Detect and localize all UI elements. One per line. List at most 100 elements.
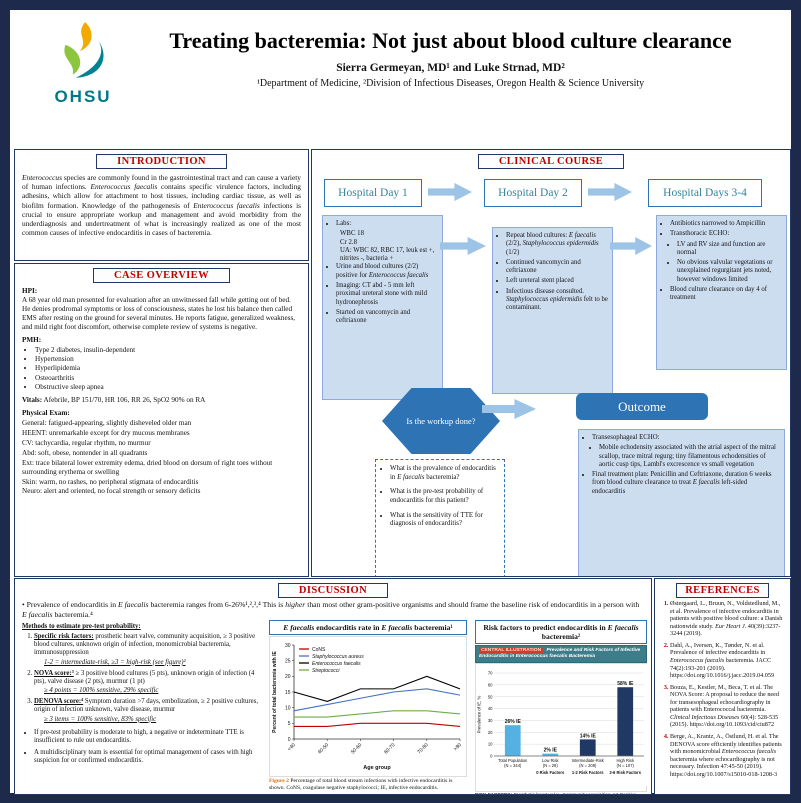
list-item: What is the pre-test probability of endo… xyxy=(390,488,500,505)
method-item: NOVA score:³ ≥ 3 positive blood cultures… xyxy=(34,670,262,695)
title-block: Treating bacteremia: Not just about bloo… xyxy=(130,28,771,89)
poster-title: Treating bacteremia: Not just about bloo… xyxy=(169,28,732,53)
method-body: Symptom duration >7 days, embolization, … xyxy=(34,698,259,714)
figure3: Risk factors to predict endocarditis in … xyxy=(475,620,648,794)
pmh-label: PMH: xyxy=(22,335,42,344)
list-item: LV and RV size and function are normal xyxy=(677,241,783,258)
introduction-body: Enterococcus species are commonly found … xyxy=(22,173,301,238)
svg-text:Staphylococcus aureus: Staphylococcus aureus xyxy=(312,654,364,660)
day2-bullets: Repeat blood cultures: E faecalis (2/2),… xyxy=(497,232,609,313)
svg-text:Percent of total bacteremia wi: Percent of total bacteremia with IE xyxy=(272,650,278,732)
list-item: Obstructive sleep apnea xyxy=(35,383,301,392)
list-item: Urine and blood cultures (2/2) positive … xyxy=(336,263,439,280)
references-heading: REFERENCES xyxy=(676,583,769,598)
hpi-text: A 68 year old man presented for evaluati… xyxy=(22,295,296,331)
method-title: DENOVA score:⁴ xyxy=(34,698,84,706)
list-item: A multidisciplinary team is essential fo… xyxy=(34,749,262,765)
figure2-caption-label: Figure 2 xyxy=(269,778,289,784)
reference-item: Berge, A., Krantz, A., Östlund, H. et al… xyxy=(670,733,786,778)
list-item: Blood culture clearance on day 4 of trea… xyxy=(670,286,783,303)
list-item: What is the prevalence of endocarditis i… xyxy=(390,465,500,482)
section-discussion: DISCUSSION • Prevalence of endocarditis … xyxy=(14,578,652,795)
method-title: NOVA score:³ xyxy=(34,669,74,677)
clinical-course-heading: CLINICAL COURSE xyxy=(477,154,625,169)
list-item: Final treatment plan: Penicillin and Cef… xyxy=(592,471,781,496)
poster-affiliations: ¹Department of Medicine, ²Division of In… xyxy=(256,78,645,89)
methods-heading: Methods to estimate pre-test probability… xyxy=(22,623,141,630)
svg-text:(N = 208): (N = 208) xyxy=(579,763,597,768)
physical-exam-label: Physical Exam: xyxy=(22,409,70,418)
hpi-label: HPI: xyxy=(22,287,38,295)
list-item: Skin: warm, no rashes, no peripheral sti… xyxy=(22,477,199,486)
section-introduction: INTRODUCTION Enterococcus species are co… xyxy=(14,149,309,261)
list-item: WBC 18 xyxy=(340,230,364,238)
ohsu-logo: OHSU xyxy=(38,20,128,120)
svg-text:26% IE: 26% IE xyxy=(505,719,522,725)
svg-text:25: 25 xyxy=(285,658,291,664)
list-item: Antibiotics narrowed to Ampicillin xyxy=(670,220,783,228)
list-item: Imaging: CT abd - 5 mm left proximal ure… xyxy=(336,282,439,307)
svg-text:40: 40 xyxy=(488,706,493,711)
arrow-right-icon xyxy=(428,183,472,201)
arrow-right-icon xyxy=(588,183,632,201)
method-note: ≥ 4 points = 100% sensitive, 29% specifi… xyxy=(44,687,159,695)
vitals-text: Afebrile, BP 151/70, HR 106, RR 26, SpO2… xyxy=(43,396,206,405)
methods-list: Specific risk factors: prosthetic heart … xyxy=(22,633,262,724)
central-illustration-title: Prevalence and Risk Factors of Infective… xyxy=(479,648,641,659)
list-item: Cr 2.8 xyxy=(340,238,357,246)
case-overview-heading: CASE OVERVIEW xyxy=(93,268,230,283)
svg-text:2% IE: 2% IE xyxy=(544,747,558,753)
introduction-heading: INTRODUCTION xyxy=(96,154,227,169)
discussion-methods: Methods to estimate pre-test probability… xyxy=(22,623,262,769)
day3-4-title: Hospital Days 3-4 xyxy=(648,179,762,207)
list-item: Mobile echodensity associated with the a… xyxy=(599,444,781,469)
svg-text:15: 15 xyxy=(285,690,291,696)
svg-text:5: 5 xyxy=(288,721,291,727)
figure3-footnote: RISK FACTORS: Prosthetic heart valve, Co… xyxy=(475,793,647,794)
svg-text:<40: <40 xyxy=(287,742,297,752)
figure2-caption: Figure 2 Percentage of total blood strea… xyxy=(269,778,467,791)
svg-text:1-2 Risk Factors: 1-2 Risk Factors xyxy=(572,770,604,775)
svg-text:(N = 107): (N = 107) xyxy=(617,763,635,768)
figure2-title: E faecalis endocarditis rate in E faecal… xyxy=(269,620,467,635)
discussion-intro: • Prevalence of endocarditis in E faecal… xyxy=(22,600,640,619)
poster-authors: Sierra Germeyan, MD¹ and Luke Strnad, MD… xyxy=(336,62,565,74)
figure3-footnote-text: Prosthetic heart valve, Community acquis… xyxy=(475,793,637,794)
case-overview-body: HPI: A 68 year old man presented for eva… xyxy=(15,285,308,502)
list-item: HEENT: unremarkable except for dry mucou… xyxy=(22,428,190,437)
svg-text:60: 60 xyxy=(488,682,493,687)
list-item: UA: WBC 82, RBC 17, leuk est +, nitrites… xyxy=(340,246,435,263)
method-item: DENOVA score:⁴ Symptom duration >7 days,… xyxy=(34,698,262,723)
central-illustration-label: CENTRAL ILLUSTRATION xyxy=(479,648,544,653)
reference-item: Bouza, E., Kestler, M., Beca, T. et al. … xyxy=(670,684,786,729)
svg-text:10: 10 xyxy=(488,741,493,746)
list-item: General: fatigued-appearing, slightly di… xyxy=(22,418,192,427)
svg-text:30: 30 xyxy=(285,643,291,649)
list-item: Neuro: alert and oriented, no focal stre… xyxy=(22,487,201,496)
svg-text:Total Population: Total Population xyxy=(498,758,528,763)
svg-text:10: 10 xyxy=(285,705,291,711)
poster-canvas: OHSU Treating bacteremia: Not just about… xyxy=(10,10,791,795)
svg-text:0 Risk Factors: 0 Risk Factors xyxy=(536,770,565,775)
svg-text:(N = 29): (N = 29) xyxy=(543,763,559,768)
reference-item: Dahl, A., Iversen, K., Tønder, N. et al.… xyxy=(670,642,786,680)
central-illustration-banner: CENTRAL ILLUSTRATION Prevalence and Risk… xyxy=(475,645,647,663)
list-item: Started on vancomycin and ceftriaxone xyxy=(336,309,439,326)
outcome-bullets: Transesophageal ECHO:Mobile echodensity … xyxy=(583,434,781,496)
svg-text:70: 70 xyxy=(488,670,493,675)
vitals-label: Vitals: xyxy=(22,396,43,405)
svg-text:Low Risk: Low Risk xyxy=(542,758,560,763)
method-body: ≥ 3 positive blood cultures (5 pts), unk… xyxy=(34,669,255,685)
svg-text:High Risk: High Risk xyxy=(616,758,634,763)
svg-text:Age group: Age group xyxy=(363,765,391,771)
references-list: Østergaard, L., Bruun, N., Voldstedlund,… xyxy=(655,600,790,778)
svg-text:30: 30 xyxy=(488,718,493,723)
svg-text:Intermediate-Risk: Intermediate-Risk xyxy=(572,758,605,763)
day3-4-box: Antibiotics narrowed to AmpicillinTranst… xyxy=(656,215,787,370)
questions-box: What is the prevalence of endocarditis i… xyxy=(375,459,505,576)
